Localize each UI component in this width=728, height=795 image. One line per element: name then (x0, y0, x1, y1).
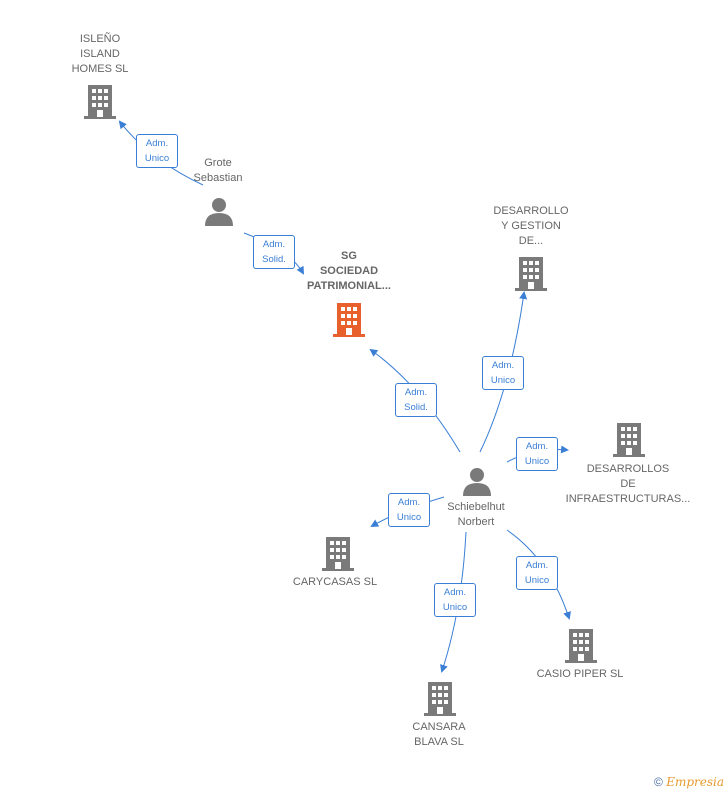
node-desarrollo-y-gestion[interactable]: DESARROLLO Y GESTION DE... (486, 204, 576, 292)
building-icon (322, 537, 354, 571)
edge-label-schiebel-carycasas[interactable]: Adm. Unico (388, 493, 430, 527)
node-cansara-blava[interactable]: CANSARA BLAVA SL (399, 680, 479, 752)
node-casio-piper[interactable]: CASIO PIPER SL (530, 627, 630, 683)
brand-logo: Empresia (666, 775, 724, 789)
copyright-symbol: © (654, 775, 663, 789)
node-desarrollos-de-infraestructuras[interactable]: DESARROLLOS DE INFRAESTRUCTURAS... (562, 421, 694, 509)
building-icon (84, 85, 116, 119)
node-label: SG SOCIEDAD PATRIMONIAL... (307, 250, 391, 292)
person-icon (463, 468, 491, 496)
edge-label-grote-isleno[interactable]: Adm. Unico (136, 134, 178, 168)
node-label: CANSARA BLAVA SL (412, 721, 466, 748)
node-label: Grote Sebastian (193, 157, 243, 184)
node-label: Schiebelhut Norbert (447, 501, 505, 528)
node-label: CASIO PIPER SL (536, 668, 624, 680)
node-label: DESARROLLO Y GESTION DE... (493, 205, 569, 247)
edge-label-schiebel-desarrollo[interactable]: Adm. Unico (482, 356, 524, 390)
person-icon (205, 198, 233, 226)
building-icon (424, 682, 456, 716)
edge-label-schiebel-sg[interactable]: Adm. Solid. (395, 383, 437, 417)
node-label: CARYCASAS SL (292, 576, 378, 588)
edge-label-grote-sg[interactable]: Adm. Solid. (253, 235, 295, 269)
node-carycasas[interactable]: CARYCASAS SL (285, 535, 385, 591)
node-label: ISLEÑO ISLAND HOMES SL (71, 33, 129, 75)
node-isleno-island-homes[interactable]: ISLEÑO ISLAND HOMES SL (60, 32, 140, 122)
node-grote-sebastian[interactable]: Grote Sebastian (180, 156, 256, 228)
building-icon (565, 629, 597, 663)
edge-label-schiebel-casio[interactable]: Adm. Unico (516, 556, 558, 590)
building-icon (333, 303, 365, 337)
node-label: DESARROLLOS DE INFRAESTRUCTURAS... (565, 463, 691, 505)
building-icon (613, 423, 645, 457)
building-icon (515, 257, 547, 291)
node-sg-sociedad-patrimonial[interactable]: SG SOCIEDAD PATRIMONIAL... (296, 249, 402, 339)
footer-brand: © Empresia (654, 775, 724, 789)
edge-label-schiebel-cansara[interactable]: Adm. Unico (434, 583, 476, 617)
node-schiebelhut-norbert[interactable]: Schiebelhut Norbert (435, 464, 517, 534)
edge-label-schiebel-infra[interactable]: Adm. Unico (516, 437, 558, 471)
